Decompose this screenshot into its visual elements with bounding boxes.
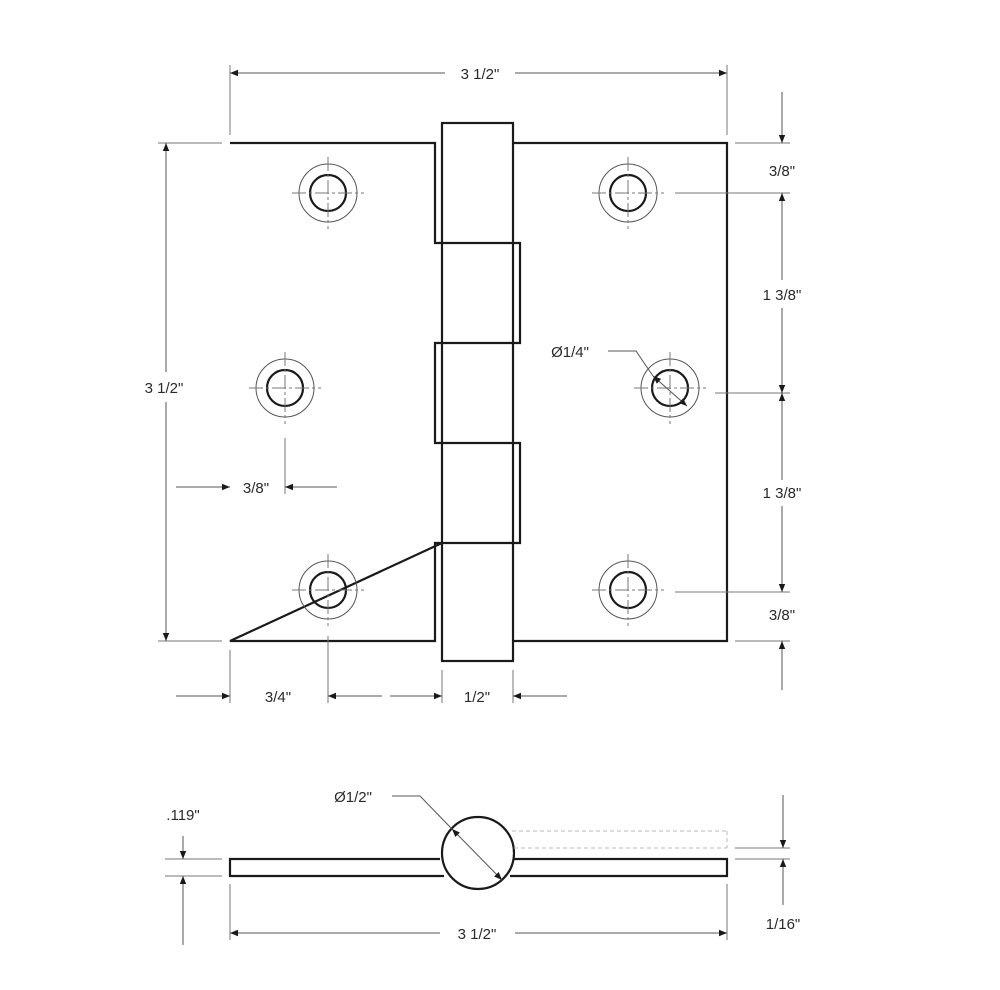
label-overall-height: 3 1/2" [145,380,184,397]
label-top-edge-to-hole: 3/8" [769,163,795,180]
label-hole-spacing-upper: 1 3/8" [763,287,802,304]
dim-barrel-diameter: Ø1/2" [334,789,503,881]
right-knuckle-tab-2 [442,441,522,545]
label-barrel-diameter: Ø1/2" [334,789,372,806]
label-leaf-thickness: .119" [166,807,199,824]
dim-bottom-horizontal: 3/4" 1/2" [176,636,567,706]
dim-leaf-thickness: .119" [165,807,222,945]
dim-overall-width: 3 1/2" [229,65,728,135]
hinge-barrel [440,121,515,663]
label-hole-diameter: Ø1/4" [551,344,589,361]
label-knuckle-width: 1/2" [464,689,490,706]
right-leaf-outline [513,141,729,643]
label-side-overall-width: 3 1/2" [458,926,497,943]
screw-hole-left-bottom [292,554,364,626]
side-barrel [440,815,516,891]
label-overall-width: 3 1/2" [461,66,500,83]
dim-offset: 1/16" [735,795,800,933]
dim-overall-height: 3 1/2" [145,142,222,642]
screw-hole-right-bottom [592,554,664,626]
screw-hole-left-top [292,157,364,229]
side-leaf-left [228,857,444,878]
right-knuckle-tab-1 [442,241,522,345]
side-view: Ø1/2" .119" 3 1/2" 1/16" [165,789,800,945]
label-bottom-edge-to-hole: 3/8" [769,607,795,624]
dim-hole-diameter: Ø1/4" [551,344,688,407]
dim-side-overall-width: 3 1/2" [229,884,728,943]
screw-hole-right-middle [634,352,706,424]
screw-hole-right-top [592,157,664,229]
side-leaf-right [510,857,729,878]
left-leaf-outline [229,141,443,643]
screw-hole-left-middle [249,352,321,424]
dim-right-vertical-chain: 3/8" 1 3/8" 1 3/8" 3/8" [675,92,801,690]
label-side-edge-to-middle-hole: 3/8" [243,480,269,497]
dim-side-edge-to-middle-hole: 3/8" [176,438,337,497]
label-hole-spacing-lower: 1 3/8" [763,485,802,502]
label-offset: 1/16" [766,916,801,933]
front-view: 3 1/2" 3 1/2" 3/8" 3/8" [145,65,801,706]
label-side-edge-to-outer-holes: 3/4" [265,689,291,706]
